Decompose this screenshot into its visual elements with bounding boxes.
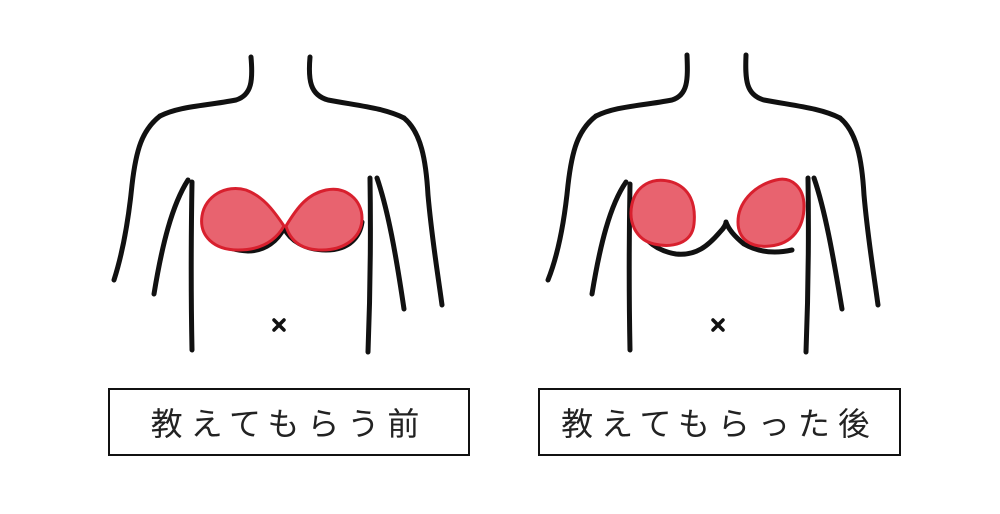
left-torso-line [188, 179, 195, 353]
right-torso-line [803, 175, 811, 355]
left-torso-line [626, 181, 633, 353]
neck-right-line [743, 52, 843, 121]
right-inner-arm-line [811, 175, 845, 312]
left-breast-shape [629, 178, 696, 247]
torso-illustration-before [111, 54, 445, 355]
caption-after: 教えてもらった後 [538, 388, 901, 456]
right-shoulder-line [401, 115, 445, 308]
figure-before: 教えてもらう前 [108, 54, 470, 456]
caption-before-text: 教えてもらう前 [150, 405, 428, 443]
neck-left-line [157, 54, 255, 119]
left-inner-arm-line [589, 179, 629, 297]
navel-cross-mark [272, 318, 286, 332]
left-breast-shape [200, 187, 286, 252]
left-inner-arm-line [151, 177, 191, 297]
figure-after: 教えてもらった後 [440, 0, 940, 514]
right-torso-line [365, 175, 373, 355]
left-shoulder-line [545, 113, 599, 283]
right-inner-arm-line [374, 175, 407, 312]
neck-left-line [593, 52, 690, 119]
right-breast-shape [284, 187, 364, 252]
caption-before: 教えてもらう前 [108, 388, 470, 456]
torso-illustration-after [545, 52, 881, 355]
left-shoulder-line [111, 113, 163, 283]
chest-underline [629, 211, 795, 257]
caption-after-text: 教えてもらった後 [561, 405, 878, 443]
right-breast-shape [736, 177, 806, 248]
neck-right-line [306, 54, 407, 121]
navel-cross-mark [711, 318, 725, 332]
right-shoulder-line [837, 115, 881, 308]
